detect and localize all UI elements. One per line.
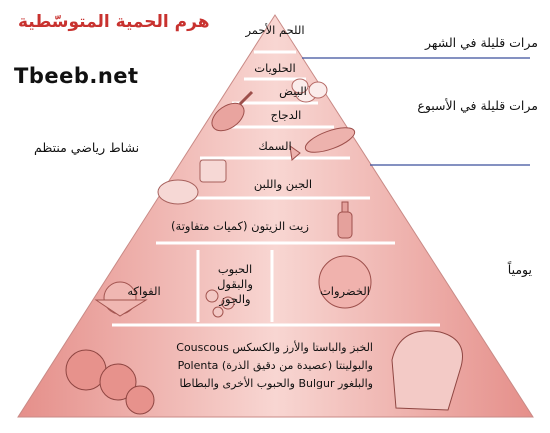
tier-grains: الخبز والباستا والأرز والكسكس Couscous و…	[148, 339, 373, 393]
grains-line-3: والبلغور Bulgur والحبوب الأخرى والبطاطا	[179, 377, 373, 390]
legumes-line-2: والبقول	[217, 277, 253, 291]
label-daily: يومياً	[507, 262, 532, 277]
tier-poultry: الدجاج	[270, 108, 302, 122]
tier-separators	[112, 50, 440, 327]
grains-line-2: والبولينتا (عصيدة من دقيق الذرة) Polenta	[177, 359, 373, 372]
bread-illustration	[391, 330, 463, 411]
frequency-dividers	[302, 57, 530, 166]
tier-red-meat: اللحم الأحمر	[245, 23, 305, 37]
label-monthly: مرات قليلة في الشهر	[425, 35, 538, 50]
tier-fruits: الفواكه	[127, 284, 161, 298]
tier-vegetables: الخضروات	[319, 284, 370, 298]
fruit-illustration	[94, 281, 148, 317]
tier-cheese-yogurt: الجبن واللبن	[253, 177, 313, 191]
label-physical-activity: نشاط رياضي منتظم	[34, 140, 140, 155]
tier-fish: السمك	[258, 139, 292, 153]
tier-eggs: البيض	[279, 84, 307, 98]
pyramid-outline	[17, 14, 534, 418]
olive-oil-bottle-illustration	[337, 201, 353, 239]
legumes-line-3: والجوز	[219, 292, 251, 306]
fish-illustration	[289, 127, 356, 161]
chicken-leg-illustration	[211, 90, 254, 132]
tier-legumes: الحبوب والبقول والجوز	[200, 262, 270, 307]
nuts-illustration	[205, 289, 235, 318]
cheese-illustration	[157, 159, 227, 205]
grains-line-1: الخبز والباستا والأرز والكسكس Couscous	[176, 341, 373, 354]
vegetable-illustration	[318, 255, 372, 309]
site-logo: Tbeeb.net	[14, 64, 139, 88]
tomato-illustration	[65, 349, 155, 415]
tier-sweets: الحلويات	[254, 61, 296, 75]
legumes-line-1: الحبوب	[217, 262, 253, 276]
label-weekly: مرات قليلة في الأسبوع	[417, 98, 538, 113]
tier-olive-oil: زيت الزيتون (كميات متفاوتة)	[171, 219, 309, 233]
eggs-illustration	[291, 78, 328, 103]
diagram-title: هرم الحمية المتوسّطية	[18, 12, 210, 32]
